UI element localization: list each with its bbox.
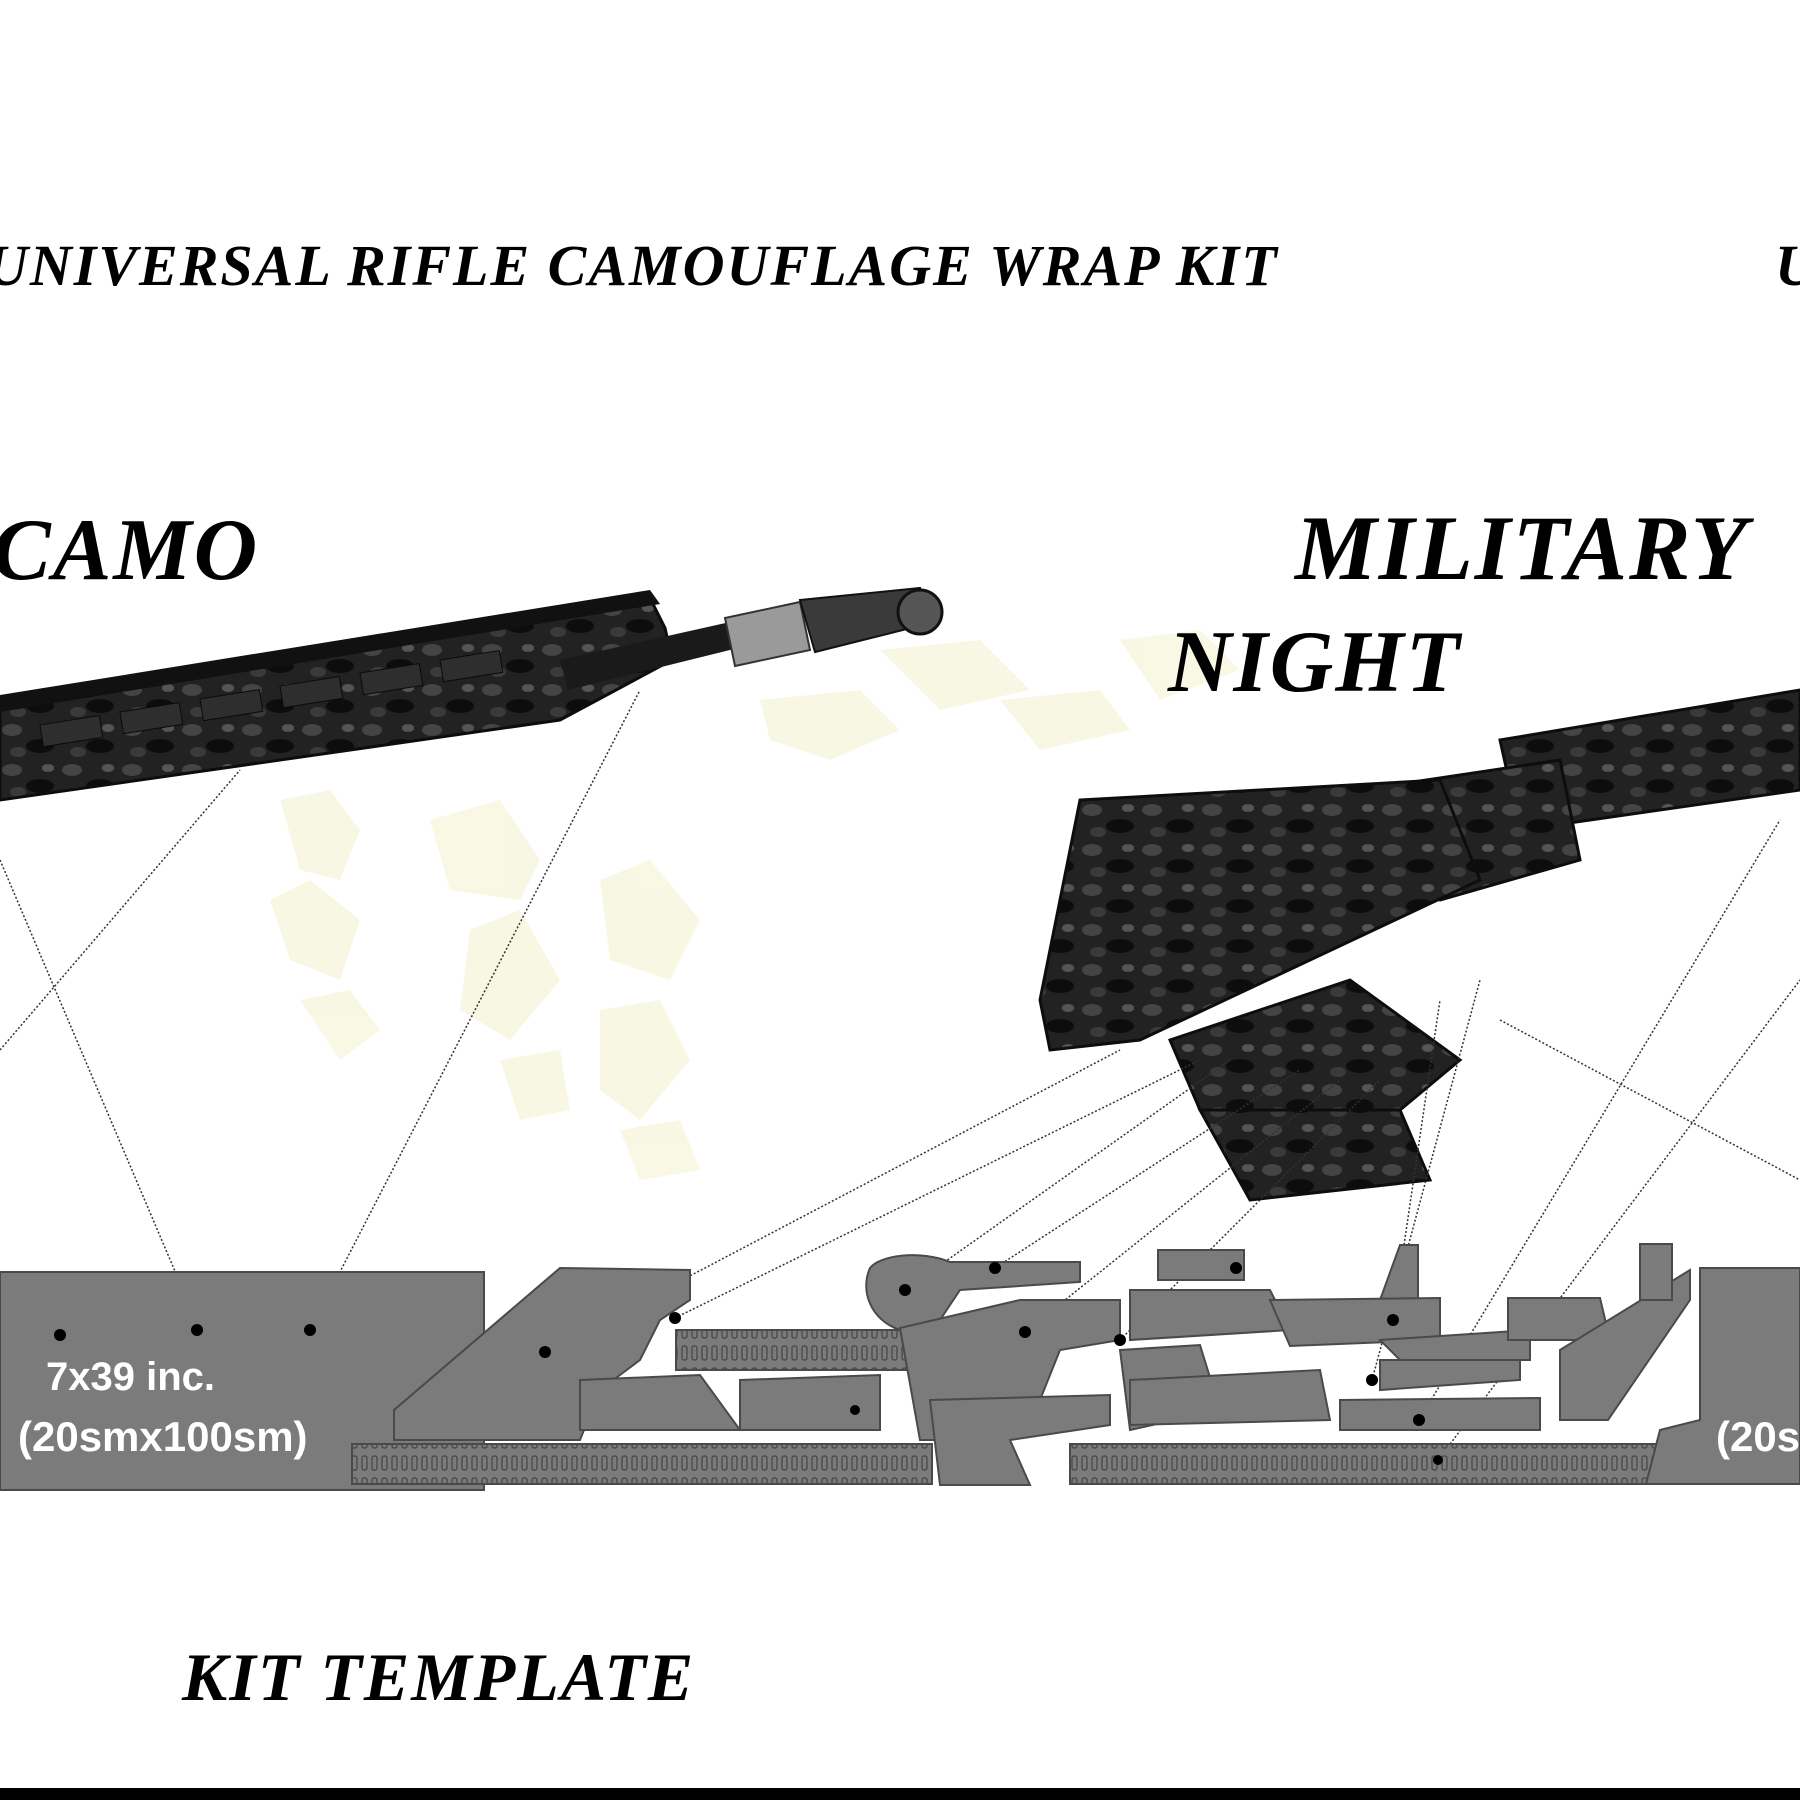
camo-shadow	[270, 630, 1240, 1180]
rifle-handguard	[0, 586, 944, 802]
military-label: MILITARY	[1295, 497, 1749, 599]
panel-size-metric: (20smx100sm)	[18, 1413, 308, 1460]
panel-size-metric-right: (20smx100sm)	[1716, 1413, 1800, 1460]
kit-template-label: KIT TEMPLATE	[182, 1639, 696, 1715]
bottom-border	[0, 1788, 1800, 1800]
night-label: NIGHT	[1168, 614, 1462, 711]
rifle-receiver	[1038, 688, 1800, 1202]
camo-label: CAMO	[0, 502, 260, 599]
template-pieces	[0, 1243, 1800, 1491]
leader-dots	[54, 1262, 1443, 1465]
page-title-repeat: UNIVERSAL RIFLE CAMOUFLAGE WRAP KIT	[1775, 232, 1800, 299]
panel-size-inches: 7x39 inc.	[46, 1355, 216, 1399]
page-title: UNIVERSAL RIFLE CAMOUFLAGE WRAP KIT	[0, 233, 1279, 298]
